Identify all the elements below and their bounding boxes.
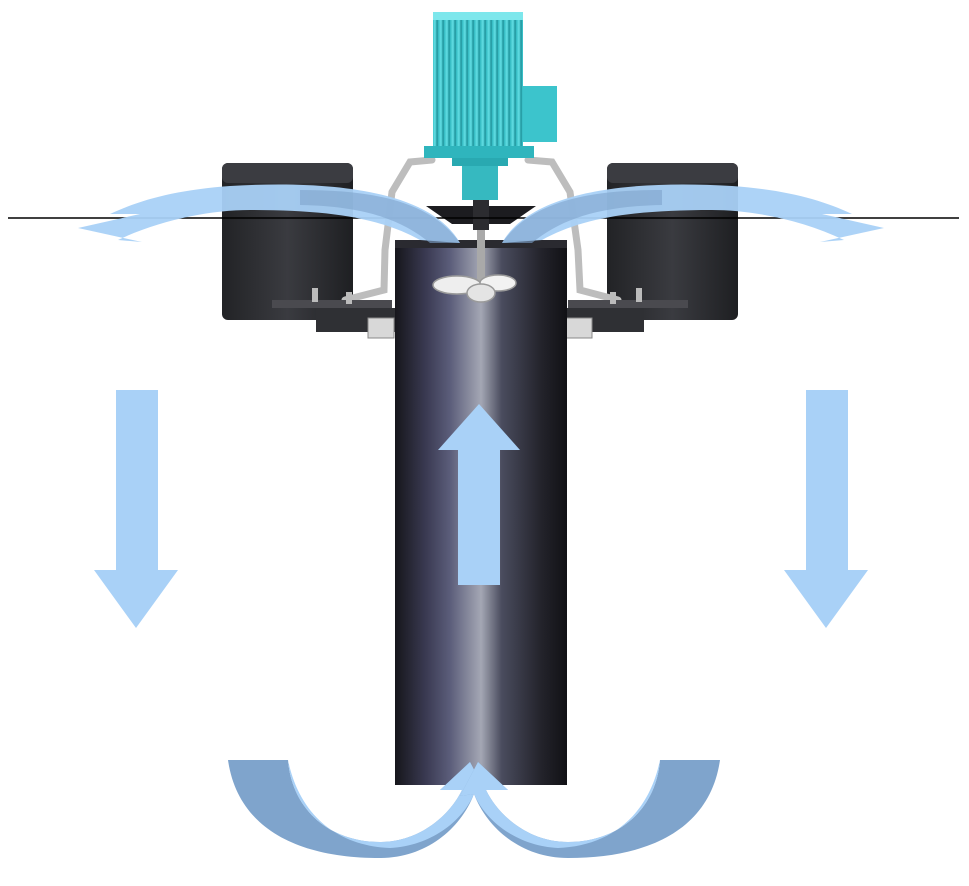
drive-shaft xyxy=(426,160,536,230)
frame-brackets xyxy=(272,288,688,339)
bottom-inflow-left xyxy=(228,760,488,858)
motor-icon xyxy=(424,12,557,166)
surface-outflow-right xyxy=(502,184,884,243)
impeller-icon xyxy=(432,228,517,303)
downflow-left xyxy=(94,390,178,628)
bottom-inflow-right xyxy=(460,760,720,858)
surface-outflow-left xyxy=(78,184,460,243)
downflow-right xyxy=(784,390,868,628)
upflow-center xyxy=(438,404,520,585)
